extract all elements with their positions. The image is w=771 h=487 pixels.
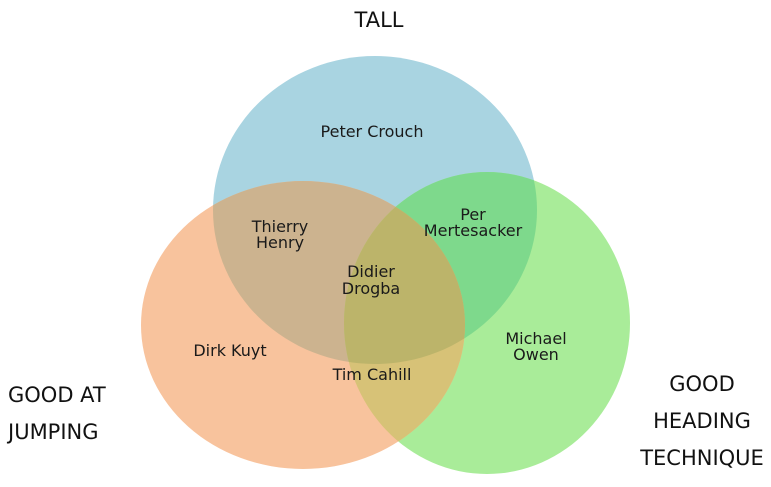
member-peter-crouch: Peter Crouch — [321, 122, 424, 141]
member-michael-owen-line2: Owen — [513, 345, 559, 364]
set-label-jumping-line1: GOOD AT — [8, 383, 106, 407]
set-label-heading-line3: TECHNIQUE — [639, 446, 764, 470]
member-per-mertesacker-line1: Per — [460, 205, 486, 224]
member-dirk-kuyt: Dirk Kuyt — [193, 341, 266, 360]
set-label-heading-line1: GOOD — [669, 372, 735, 396]
member-per-mertesacker-line2: Mertesacker — [424, 221, 523, 240]
member-didier-drogba-line1: Didier — [347, 262, 395, 281]
member-michael-owen-line1: Michael — [505, 329, 566, 348]
member-didier-drogba-line2: Drogba — [342, 279, 400, 298]
set-label-heading-line2: HEADING — [653, 409, 751, 433]
set-label-tall: TALL — [354, 8, 404, 32]
set-label-jumping-line2: JUMPING — [6, 420, 99, 444]
member-thierry-henry-line2: Henry — [256, 233, 304, 252]
member-thierry-henry-line1: Thierry — [251, 217, 309, 236]
member-tim-cahill: Tim Cahill — [332, 365, 412, 384]
all-three-overlap — [344, 181, 465, 364]
